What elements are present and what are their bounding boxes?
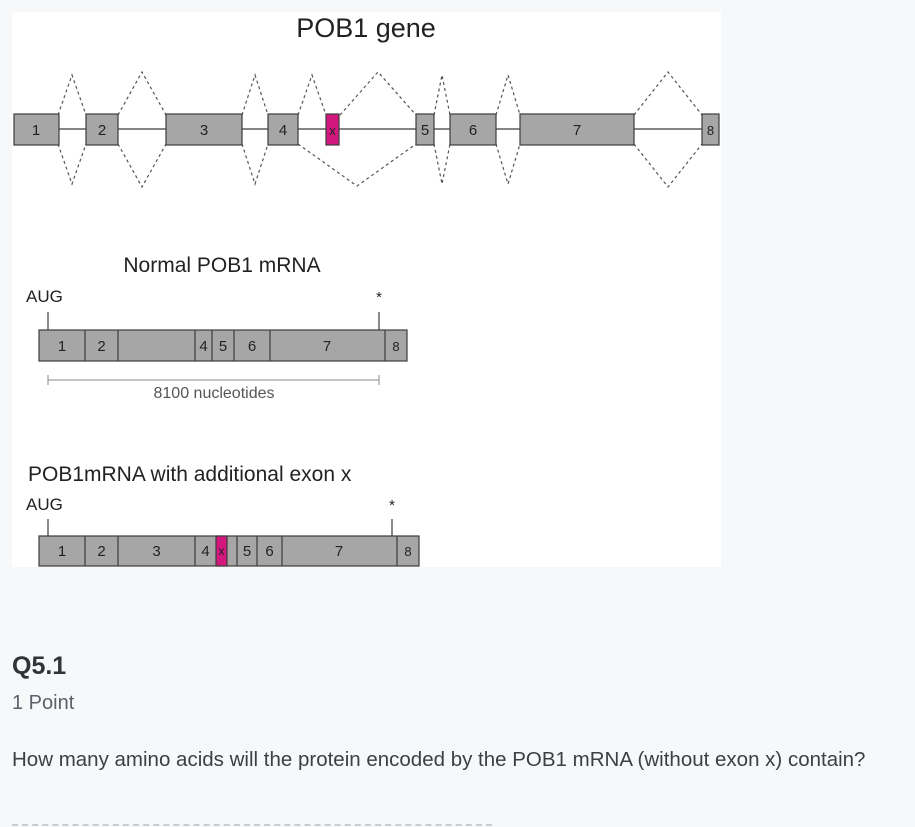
normal-mrna-title: Normal POB1 mRNA <box>123 254 320 277</box>
splice-arcs-top <box>57 70 703 116</box>
alt-exon-label-7: 7 <box>335 543 343 560</box>
normal-stop-label: * <box>376 289 382 306</box>
normal-exon-label-6: 6 <box>248 338 256 355</box>
gene-exon-4 <box>267 113 299 146</box>
alt-exon-label-2: 2 <box>97 543 105 560</box>
gene-figure: POB1 gene <box>12 12 721 567</box>
question-number: Q5.1 <box>12 652 67 680</box>
alt-mrna-title: POB1mRNA with additional exon x <box>28 463 352 486</box>
gene-diagram: POB1 gene <box>13 13 720 567</box>
gene-exon-label-x: x <box>329 123 336 138</box>
normal-exon-label-2: 2 <box>97 338 105 355</box>
alt-aug-label: AUG <box>26 495 63 514</box>
gene-exon-2 <box>85 113 119 146</box>
alt-exon-label-1: 1 <box>58 543 66 560</box>
length-scale <box>47 375 380 385</box>
gene-exon-3 <box>165 113 243 146</box>
alt-exon-label-3: 3 <box>152 543 160 560</box>
gene-exon-5 <box>415 113 435 146</box>
splice-arcs-bottom <box>57 143 703 189</box>
normal-exon-label-7: 7 <box>323 338 331 355</box>
length-label: 8100 nucleotides <box>154 385 275 402</box>
alt-exon-label-6: 6 <box>265 543 273 560</box>
gene-exon-label-5: 5 <box>421 122 429 139</box>
alt-exon-x <box>215 535 228 567</box>
alt-mrna-bar <box>38 535 420 567</box>
alt-exon-label-x: x <box>219 544 225 558</box>
gene-title: POB1 gene <box>296 13 436 43</box>
gene-exon-label-1: 1 <box>32 122 40 139</box>
gene-exon-8 <box>701 113 720 146</box>
gene-exon-x <box>325 113 340 146</box>
alt-exon-label-4: 4 <box>201 543 209 560</box>
answer-field-divider <box>12 824 492 826</box>
gene-exon-label-7: 7 <box>573 122 581 139</box>
question-points: 1 Point <box>12 692 75 714</box>
question-text: How many amino acids will the protein en… <box>12 748 866 771</box>
gene-exon-1 <box>13 113 60 146</box>
gene-exon-label-6: 6 <box>469 122 477 139</box>
gene-exon-label-8: 8 <box>707 123 714 138</box>
gene-exon-label-4: 4 <box>279 122 287 139</box>
alt-exon-label-5: 5 <box>243 543 251 560</box>
gene-exon-label-3: 3 <box>200 122 208 139</box>
normal-exon-label-5: 5 <box>219 338 227 355</box>
normal-exon-label-1: 1 <box>58 338 66 355</box>
alt-exon-label-8: 8 <box>404 544 411 559</box>
normal-exon-label-8: 8 <box>392 339 399 354</box>
normal-mrna-bar <box>38 329 408 362</box>
normal-exon-label-4: 4 <box>199 338 207 355</box>
normal-aug-label: AUG <box>26 287 63 306</box>
gene-exon-6 <box>449 113 497 146</box>
gene-exon-label-2: 2 <box>98 122 106 139</box>
alt-stop-label: * <box>389 497 395 514</box>
gene-exon-7 <box>519 113 635 146</box>
